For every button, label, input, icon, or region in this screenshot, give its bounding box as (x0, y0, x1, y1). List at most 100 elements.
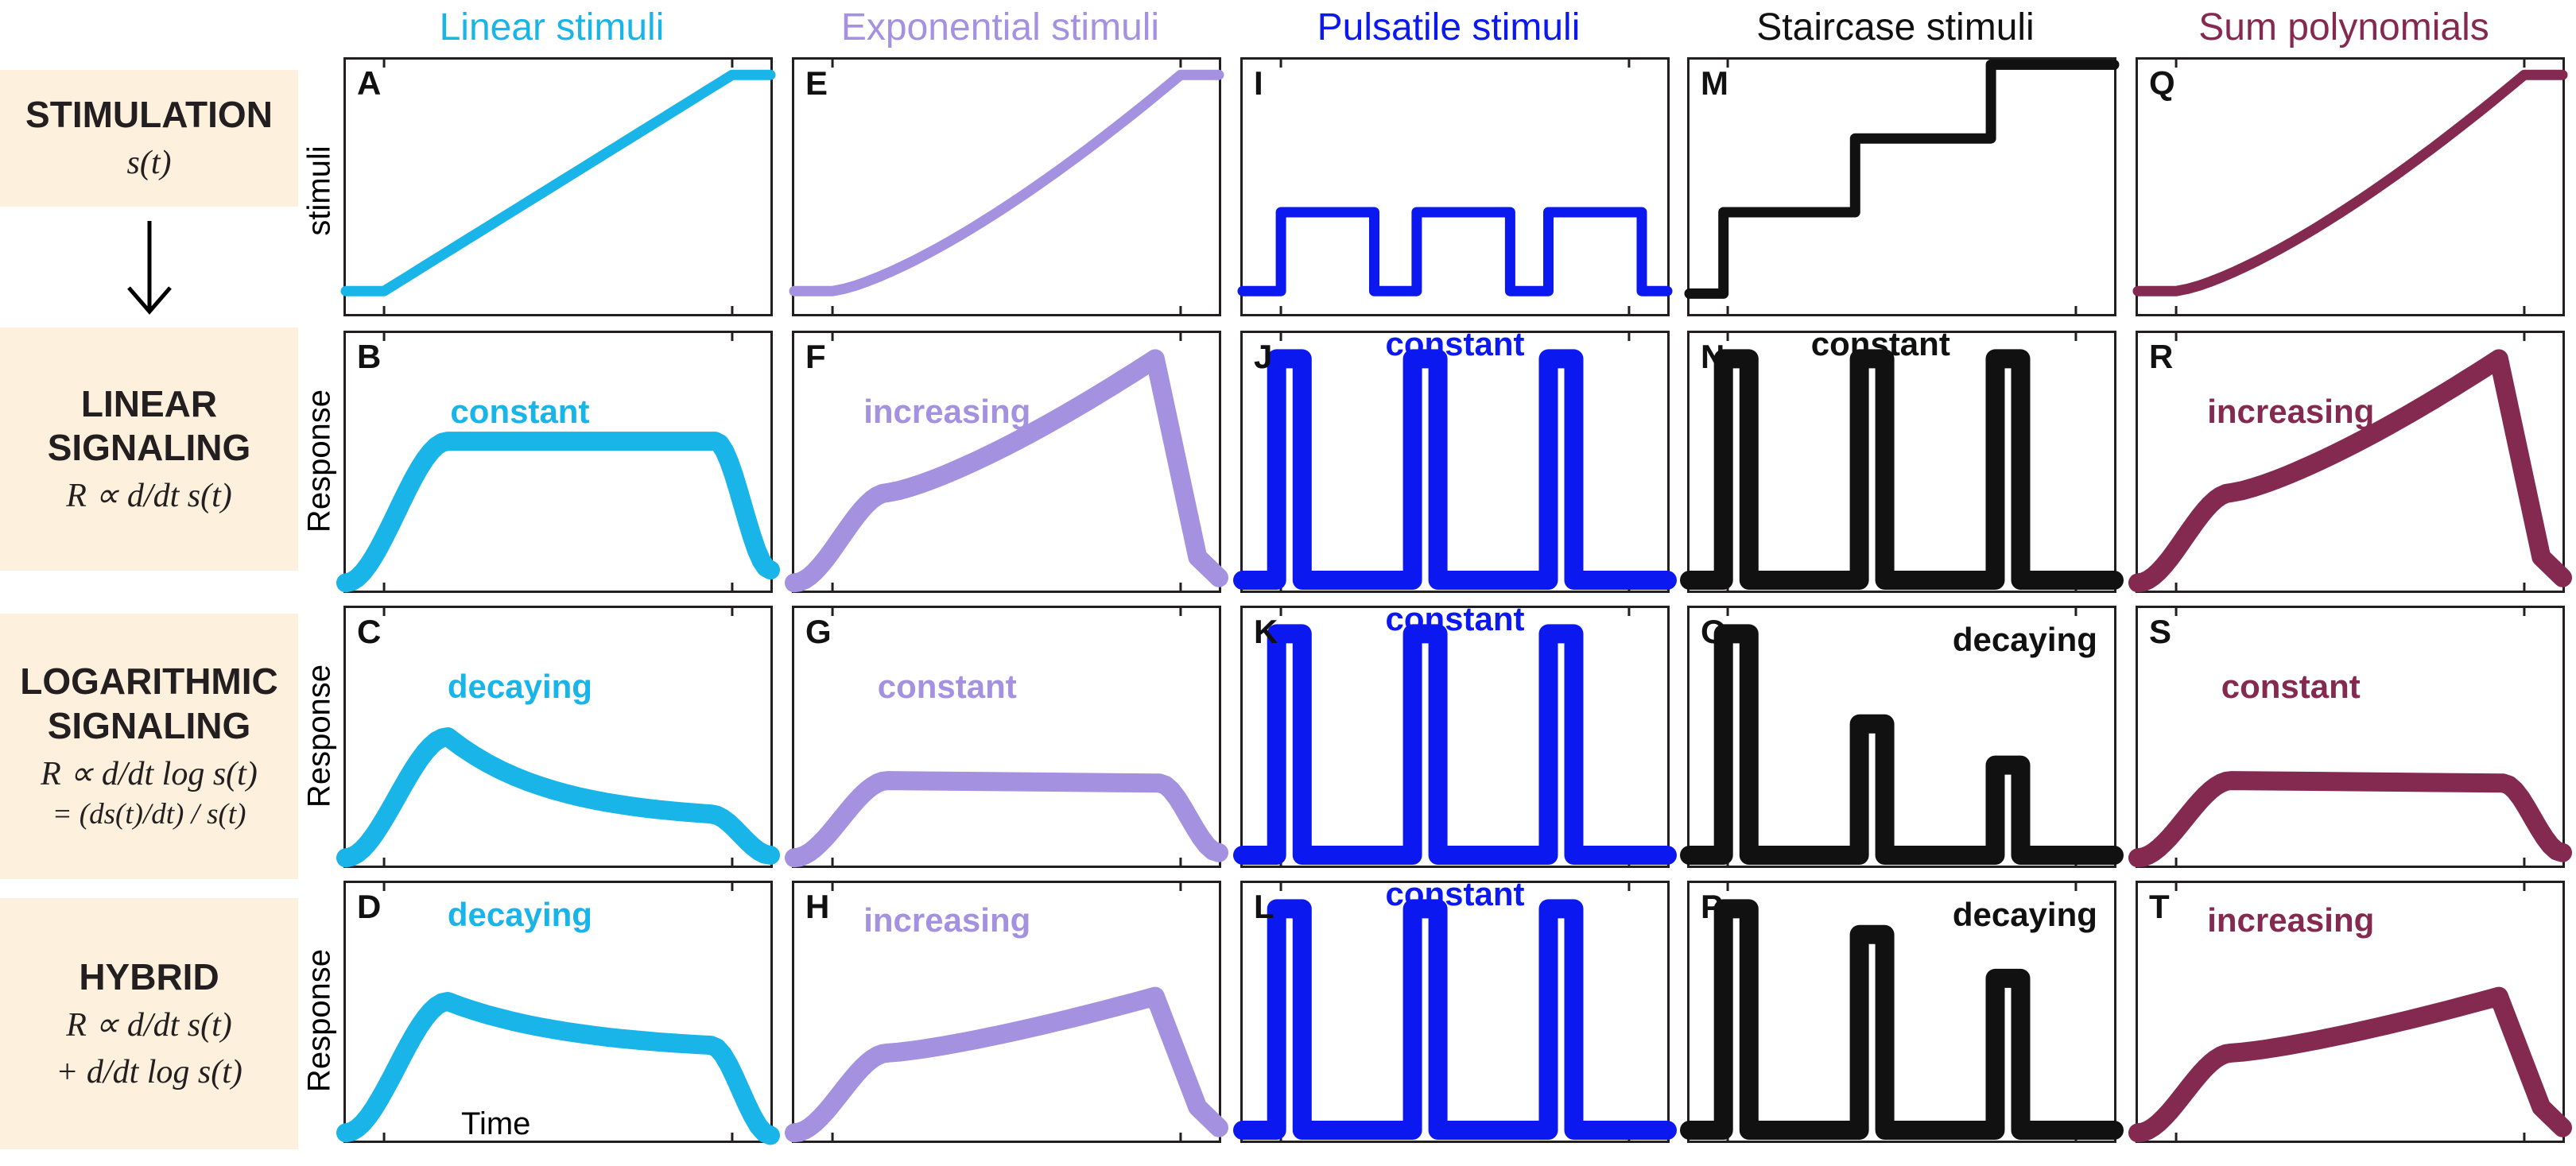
column-title: Exponential stimuli (840, 6, 1160, 48)
trend-annotation: decaying (447, 896, 592, 934)
panel-label: C (357, 613, 382, 650)
row-title: HYBRID (79, 956, 219, 998)
row-box-linear-signaling: LINEAR SIGNALING R ∝ d/dt s(t) (0, 327, 298, 571)
row-box-logarithmic-signaling: LOGARITHMIC SIGNALING R ∝ d/dt log s(t) … (0, 614, 298, 879)
trend-annotation: decaying (1952, 896, 2097, 934)
response-curve (336, 992, 780, 1145)
response-curve (785, 986, 1228, 1143)
panel-plot (1233, 333, 1677, 591)
response-curve (336, 432, 780, 593)
panel-label: B (357, 338, 382, 375)
column-title: Sum polynomials (2198, 6, 2489, 48)
panel-plot (1680, 608, 2124, 866)
panel-label: F (805, 338, 826, 375)
panel-plot (336, 883, 780, 1145)
row-title: STIMULATION (25, 94, 273, 136)
trend-annotation: constant (1385, 600, 1525, 637)
response-curve (2128, 349, 2572, 593)
panel-label: S (2149, 613, 2172, 650)
y-axis-label-response: Response (301, 664, 337, 808)
panel-plot (1233, 608, 1677, 866)
response-curve (1680, 899, 2124, 1140)
trend-annotation: decaying (1952, 621, 2097, 659)
column-title: Pulsatile stimuli (1317, 6, 1581, 48)
row-title: LOGARITHMIC SIGNALING (20, 660, 278, 746)
response-curve (1233, 624, 1677, 865)
panel-label: I (1254, 64, 1263, 102)
trend-annotation: constant (1385, 325, 1525, 362)
trend-annotation: increasing (2207, 392, 2375, 430)
row-formula: R ∝ d/dt s(t) (66, 1007, 232, 1044)
panel-plot (2128, 333, 2572, 593)
panel-label: G (805, 613, 832, 650)
panel-plot (336, 608, 780, 868)
panel-label: N (1701, 338, 1725, 375)
panel-plot (340, 60, 776, 314)
trend-annotation: constant (2221, 667, 2361, 705)
response-curve (336, 727, 780, 868)
panel-M: M (1684, 57, 2120, 316)
trend-annotation: constant (1385, 875, 1525, 912)
panel-plot (1233, 883, 1677, 1141)
panel-plot (785, 883, 1228, 1143)
panel-plot (2128, 883, 2572, 1143)
trend-annotation: increasing (863, 901, 1031, 939)
row-formula: R ∝ d/dt log s(t) (41, 755, 258, 792)
panel-label: K (1254, 613, 1278, 650)
panel-Q: Q (2132, 57, 2568, 316)
panel-plot (1237, 60, 1673, 314)
row-formula: s(t) (126, 145, 172, 182)
panel-label: R (2149, 338, 2174, 375)
panel-plot (1684, 59, 2120, 314)
panel-label: Q (2149, 64, 2175, 102)
panel-plot (789, 60, 1224, 314)
response-curve (1680, 624, 2124, 865)
response-curve (2128, 771, 2572, 868)
trend-annotation: increasing (2207, 901, 2375, 939)
trend-annotation: constant (877, 667, 1017, 705)
response-curve (1680, 349, 2124, 590)
trend-annotation: constant (1810, 325, 1950, 362)
panel-plot (785, 333, 1228, 593)
panel-label: A (357, 64, 382, 102)
panel-plot (1680, 333, 2124, 591)
trend-annotation: constant (450, 392, 590, 430)
panel-label: P (1701, 888, 1724, 925)
column-title: Staircase stimuli (1756, 6, 2035, 48)
trend-annotation: decaying (447, 667, 592, 705)
panel-plot (336, 333, 780, 593)
panel-label: T (2149, 888, 2170, 925)
response-curve (1233, 349, 1677, 590)
panel-label: J (1254, 338, 1273, 375)
panel-plot (2132, 60, 2568, 314)
row-formula-line2: = (ds(t)/dt) / s(t) (52, 798, 246, 831)
panel-label: M (1701, 64, 1728, 102)
panel-plot (1680, 883, 2124, 1141)
stimulus-curve (789, 69, 1224, 296)
stimulus-curve (2132, 69, 2568, 296)
down-arrow-icon (127, 221, 172, 315)
response-curve (785, 771, 1228, 868)
response-curve (2128, 986, 2572, 1143)
panel-I: I (1237, 57, 1673, 316)
stimulus-curve (1684, 59, 2120, 299)
panel-plot (2128, 608, 2572, 868)
panel-label: H (805, 888, 830, 925)
row-title: LINEAR SIGNALING (47, 382, 251, 468)
panel-plot (785, 608, 1228, 868)
panel-label: O (1701, 613, 1727, 650)
row-box-stimulation: STIMULATION s(t) (0, 70, 298, 207)
